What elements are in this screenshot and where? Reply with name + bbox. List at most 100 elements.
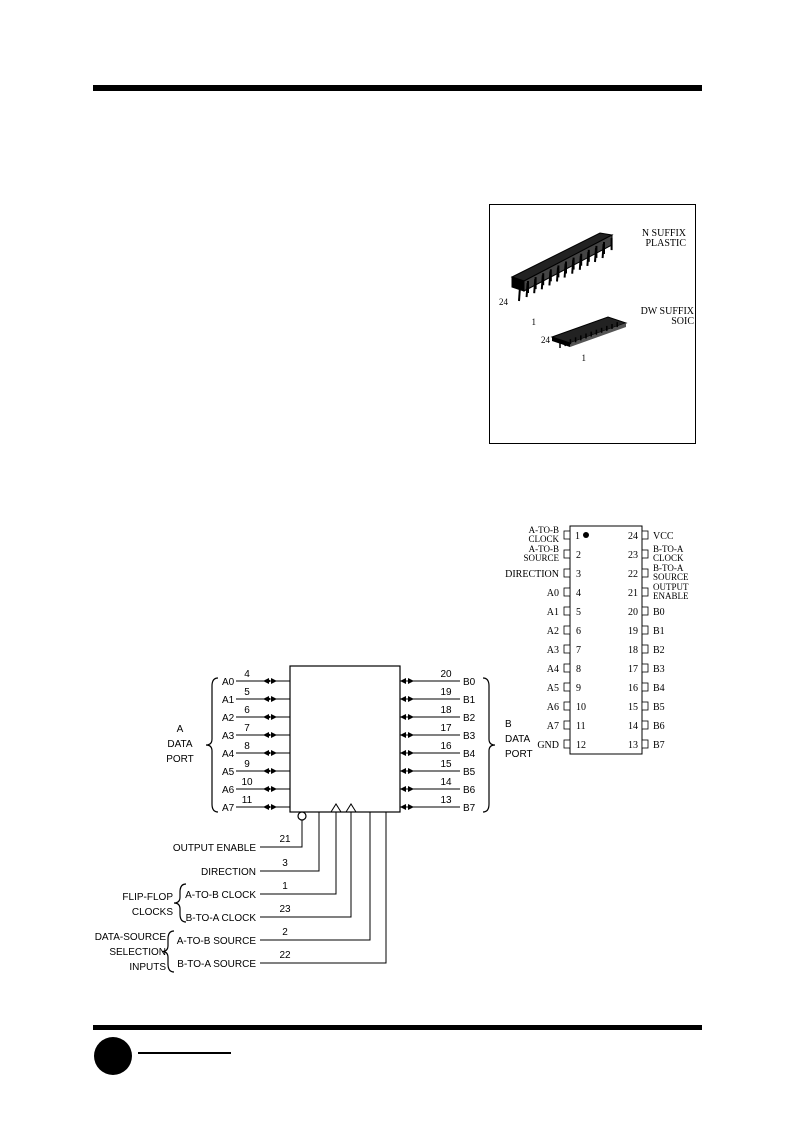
brace (173, 883, 187, 923)
pin-stub-left (563, 606, 571, 616)
a-port-label: PORT (166, 754, 194, 765)
pin-number-left: 12 (576, 740, 586, 751)
pin-stub-right (641, 606, 649, 616)
a-port-pin-number: 7 (244, 723, 250, 734)
pin-label-right: ENABLE (653, 591, 689, 601)
b-port-signal: B3 (463, 731, 476, 742)
b-port-pin-number: 17 (440, 723, 452, 734)
a-port-signal: A2 (222, 713, 235, 724)
pin-label-right: VCC (653, 531, 674, 542)
pin-number-left: 1 (575, 531, 580, 542)
control-signal-label: A-TO-B SOURCE (177, 936, 257, 947)
a-port-junction (267, 733, 271, 737)
pin-stub-right (641, 682, 649, 692)
header-rule (93, 85, 702, 91)
pin-label-right: OUTPUT (653, 582, 689, 592)
a-port-junction (267, 697, 271, 701)
pin-stub-right (641, 701, 649, 711)
b-port-pin-number: 20 (440, 669, 452, 680)
dip-leg (540, 275, 544, 290)
pin-stub-left (563, 682, 571, 692)
footer-logo-mark (94, 1037, 132, 1075)
pin-label-right: B7 (653, 740, 665, 751)
control-pin-number: 3 (282, 858, 288, 869)
pin-number-right: 16 (628, 683, 638, 694)
a-port-signal: A5 (222, 767, 235, 778)
a-port-signal: A0 (222, 677, 235, 688)
arrowhead (271, 678, 277, 684)
pin-label-right: B1 (653, 626, 665, 637)
arrowhead (263, 678, 269, 684)
control-signal-label: A-TO-B CLOCK (185, 890, 256, 901)
pin-label-left: DIRECTION (505, 569, 559, 580)
pin-stub-left (563, 720, 571, 730)
pin-stub-right (641, 644, 649, 654)
clock-triangle-a (330, 803, 342, 813)
pin-label-left: A4 (547, 664, 559, 675)
a-port-pin-number: 11 (242, 795, 253, 806)
arrowhead (408, 678, 414, 684)
pin-stub-right (641, 739, 649, 749)
pin-label-right: B5 (653, 702, 665, 713)
pin-label-left: A5 (547, 683, 559, 694)
control-signal-label: B-TO-A CLOCK (186, 913, 257, 924)
data-source-selection-label: SELECTION (109, 947, 166, 958)
a-port-signal: A1 (222, 695, 235, 706)
pin-number-right: 14 (628, 721, 638, 732)
pin-number-right: 13 (628, 740, 638, 751)
b-port-signal: B6 (463, 785, 476, 796)
pin-label-left: SOURCE (523, 553, 559, 563)
control-pin-number: 23 (279, 904, 291, 915)
dip-leg (594, 247, 597, 263)
a-port-pin-number: 5 (244, 687, 250, 698)
pin-label-left: A6 (547, 702, 559, 713)
pin-stub-left (563, 739, 571, 749)
pin-stub-right (641, 549, 649, 559)
data-source-selection-label: DATA-SOURCE (95, 932, 167, 943)
arrowhead (271, 714, 277, 720)
pin-stub-left (563, 568, 571, 578)
pin-number-left: 8 (576, 664, 581, 675)
arrowhead (263, 768, 269, 774)
a-port-pin-number: 6 (244, 705, 250, 716)
arrowhead (408, 768, 414, 774)
footer-underline (138, 1052, 231, 1054)
arrowhead (263, 750, 269, 756)
b-port-pin-number: 16 (440, 741, 452, 752)
pin-number-right: 20 (628, 607, 638, 618)
ic-body (569, 525, 643, 755)
dip-leg (571, 259, 575, 274)
pin-stub-right (641, 587, 649, 597)
b-port-pin-number: 13 (440, 795, 452, 806)
pin-number-left: 3 (576, 569, 581, 580)
arrowhead (400, 714, 406, 720)
output-enable-bubble (297, 811, 307, 821)
pin-number-right: 24 (628, 531, 638, 542)
b-port-signal: B5 (463, 767, 476, 778)
b-port-signal: B1 (463, 695, 476, 706)
pin-stub-right (641, 625, 649, 635)
pin-stub-left (563, 530, 571, 540)
dip-package-drawing (510, 232, 628, 348)
pin-label-right: B0 (653, 607, 665, 618)
pin-stub-left (563, 663, 571, 673)
pin-number-left: 7 (576, 645, 581, 656)
pin-stub-left (563, 549, 571, 559)
pin-stub-right (641, 568, 649, 578)
control-line (260, 812, 320, 872)
b-port-pin-number: 18 (440, 705, 452, 716)
dip-leg (556, 267, 559, 282)
pin-number-left: 2 (576, 550, 581, 561)
control-pin-number: 1 (282, 881, 288, 892)
pin-number-right: 21 (628, 588, 638, 599)
a-port-signal: A6 (222, 785, 235, 796)
arrowhead (271, 696, 277, 702)
dip-leg (525, 283, 529, 298)
dip-leg (601, 244, 605, 259)
arrowhead (400, 750, 406, 756)
